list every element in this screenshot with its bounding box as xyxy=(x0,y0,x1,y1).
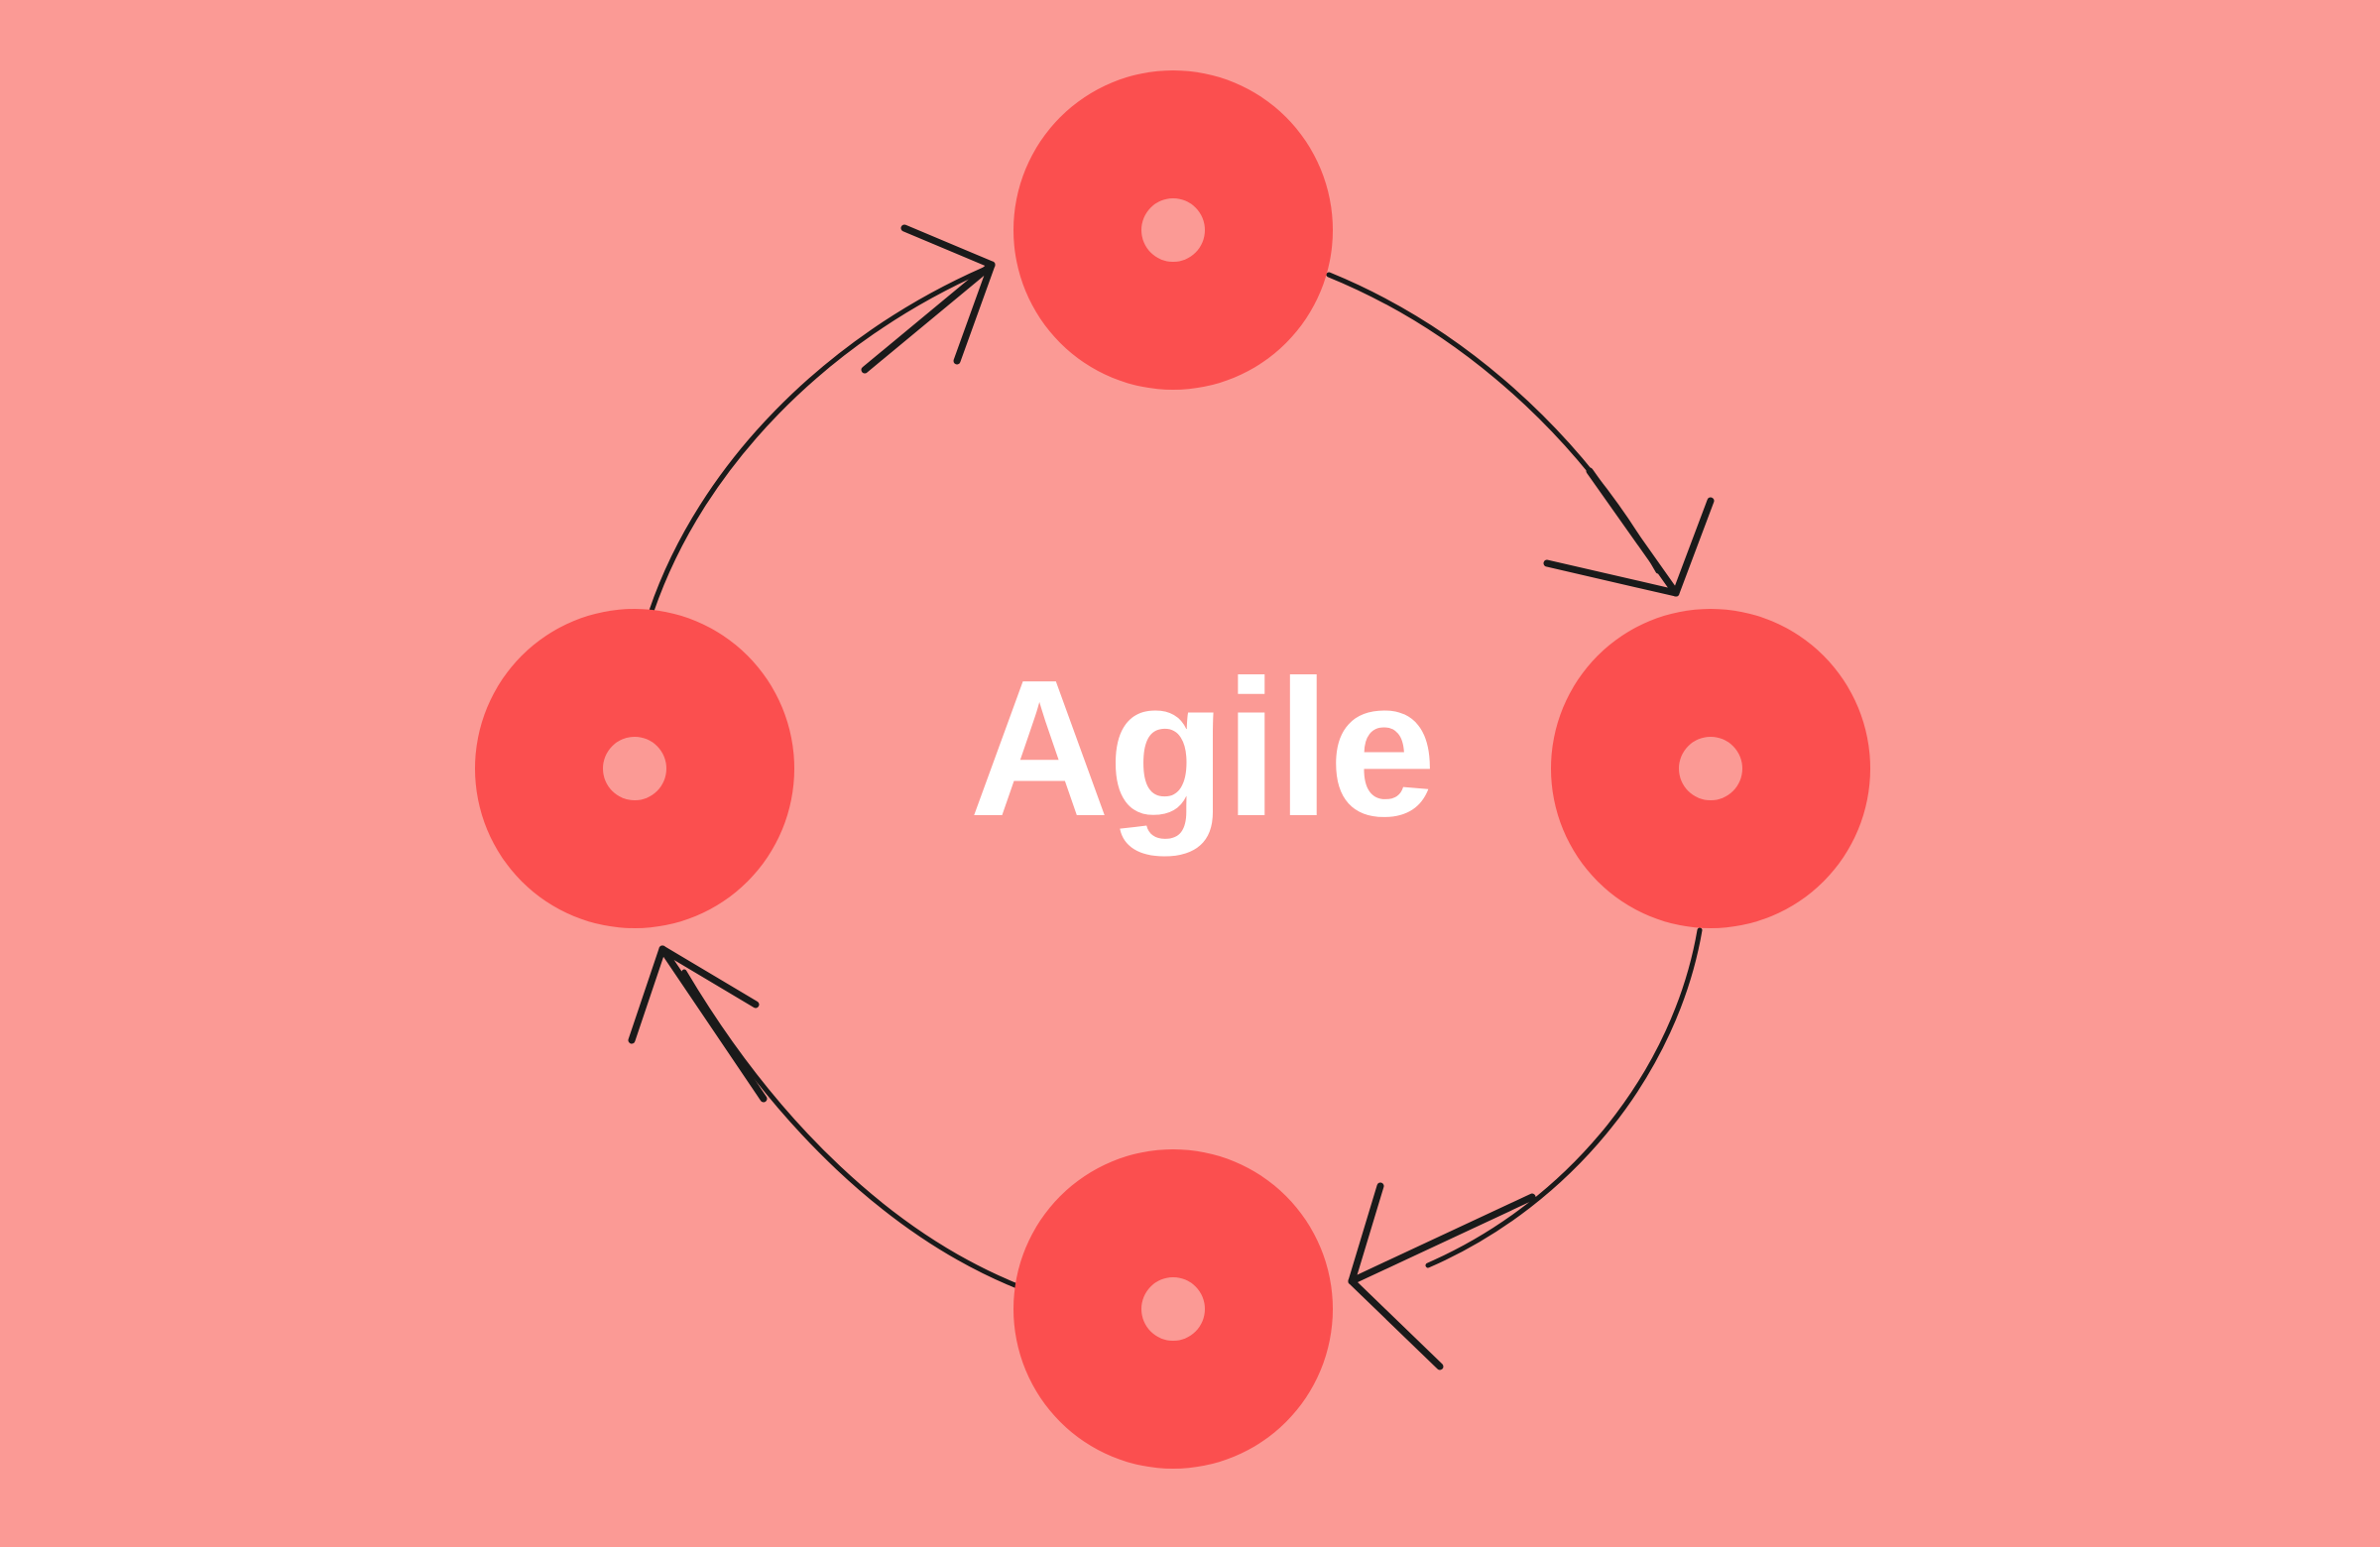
arrow-top-to-right-head-lower xyxy=(1672,497,1715,597)
node-bottom-hole xyxy=(1141,1277,1205,1341)
arrow-bottom-to-left-head-upper xyxy=(658,945,760,1009)
node-right-hole xyxy=(1679,737,1742,800)
arrow-right-to-bottom-arc xyxy=(1425,927,1703,1268)
arrow-bottom-to-left xyxy=(628,945,1020,1289)
arrow-left-to-top-head-tail xyxy=(861,261,996,374)
arrow-bottom-to-left-head-lower xyxy=(628,945,666,1044)
center-label: Agile xyxy=(969,640,1436,857)
arrow-left-to-top-arc xyxy=(649,267,987,614)
node-left[interactable] xyxy=(475,609,794,928)
node-top[interactable] xyxy=(1013,70,1333,390)
arrow-left-to-top xyxy=(649,224,996,614)
node-right[interactable] xyxy=(1551,609,1870,928)
node-top-hole xyxy=(1141,198,1205,262)
node-bottom[interactable] xyxy=(1013,1149,1333,1469)
arrow-left-to-top-head-upper xyxy=(900,224,996,269)
arrow-top-to-right-head-upper xyxy=(1586,467,1680,597)
arrow-bottom-to-left-head-tail xyxy=(658,945,768,1103)
arrow-top-to-right-arc xyxy=(1326,272,1661,574)
node-left-hole xyxy=(603,737,666,800)
arrow-left-to-top-head-lower xyxy=(953,261,996,365)
arrow-right-to-bottom-head-tail xyxy=(1348,1277,1444,1370)
arrow-top-to-right-head-tail xyxy=(1543,559,1680,597)
arrow-right-to-bottom-head-upper xyxy=(1348,1193,1536,1285)
arrow-right-to-bottom-head-lower xyxy=(1348,1182,1384,1285)
arrow-bottom-to-left-arc xyxy=(681,969,1020,1289)
arrow-top-to-right xyxy=(1326,272,1715,597)
arrow-right-to-bottom xyxy=(1348,927,1703,1370)
